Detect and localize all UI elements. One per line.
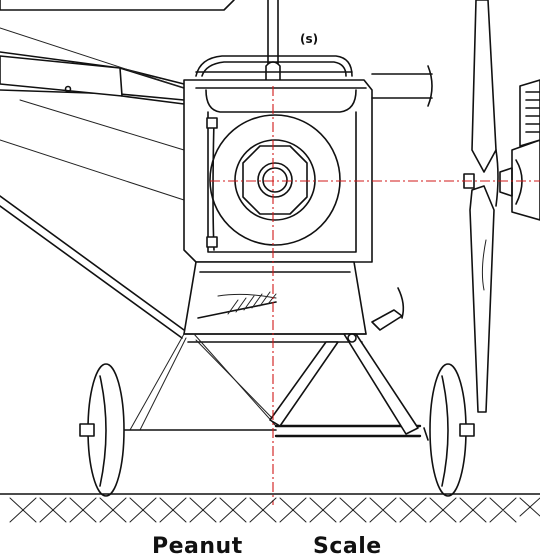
landing-gear (79, 333, 475, 497)
ground-line (0, 493, 540, 523)
left-wing (0, 0, 235, 339)
windshield-frame (195, 55, 353, 77)
lower-fuselage (183, 261, 405, 343)
caption-scale: Scale (313, 534, 382, 558)
center-lines (210, 86, 540, 505)
propeller-side-view (463, 0, 499, 413)
engine-nose-side-view (499, 79, 540, 221)
fuselage-cowl (183, 79, 373, 263)
right-wing-stub (371, 65, 433, 107)
tail-fin-post (265, 0, 281, 84)
caption-peanut: Peanut (152, 534, 243, 558)
point-marker-label: (s) (300, 32, 318, 46)
